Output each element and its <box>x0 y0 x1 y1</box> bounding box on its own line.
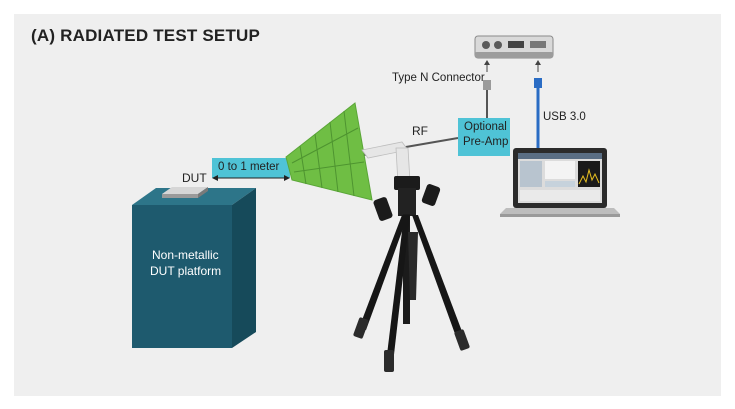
distance-label: 0 to 1 meter <box>218 161 280 173</box>
dut-label: DUT <box>182 171 207 185</box>
type-n-connector-label: Type N Connector <box>392 72 485 84</box>
type-n-connector <box>483 60 491 118</box>
log-periodic-antenna-icon <box>285 102 373 201</box>
dut-platform <box>132 188 256 348</box>
usb-label: USB 3.0 <box>543 111 586 123</box>
laptop-icon <box>500 148 620 217</box>
preamp-label-line2: Pre-Amp <box>463 136 509 148</box>
preamp-box <box>458 118 510 156</box>
distance-indicator <box>212 158 290 181</box>
preamp-label-line1: Optional <box>464 121 507 133</box>
spectrum-analyzer-icon <box>474 35 554 59</box>
rf-label: RF <box>412 124 428 138</box>
dut-device <box>162 187 208 198</box>
platform-label-line1: Non-metallic <box>152 248 219 262</box>
tripod-icon <box>353 176 470 372</box>
antenna-mount <box>361 141 411 185</box>
usb-cable <box>534 60 542 150</box>
platform-label-line2: DUT platform <box>150 264 222 278</box>
rf-cable <box>399 137 459 149</box>
diagram-title: (A) RADIATED TEST SETUP <box>31 26 261 45</box>
